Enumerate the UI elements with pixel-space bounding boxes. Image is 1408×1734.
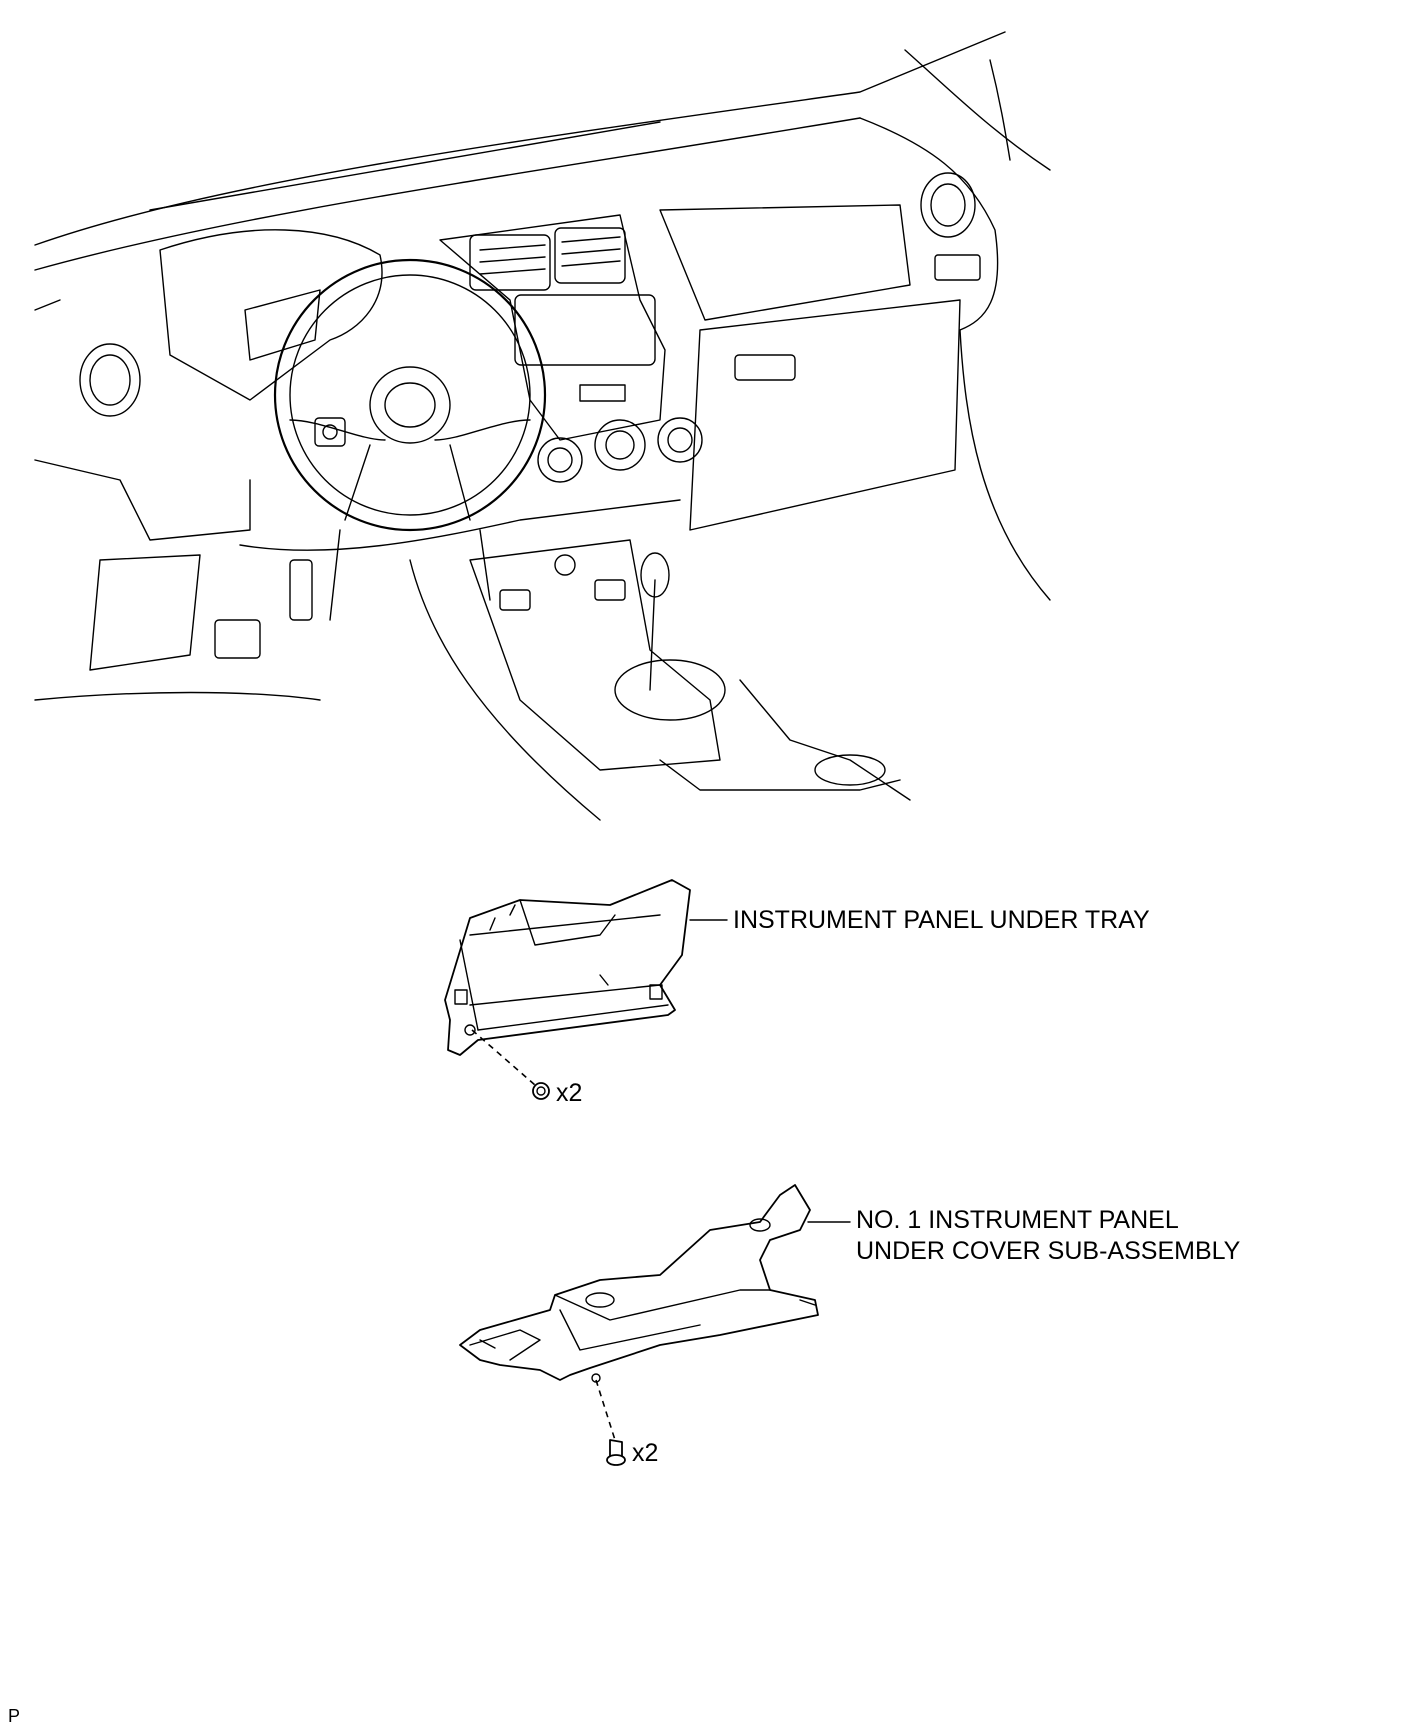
under-cover-part — [459, 1184, 819, 1383]
under-tray-part — [444, 879, 691, 1056]
center-stack — [439, 214, 703, 483]
screw-icon — [532, 1082, 550, 1100]
under-cover-label-line2: UNDER COVER SUB-ASSEMBLY — [856, 1237, 1241, 1265]
under-tray-quantity: x2 — [556, 1079, 583, 1107]
corner-mark: P — [8, 1706, 21, 1726]
console — [469, 539, 911, 801]
screw-icon — [606, 1439, 626, 1466]
steering-wheel — [273, 258, 547, 621]
under-cover-label-line1: NO. 1 INSTRUMENT PANEL — [856, 1206, 1179, 1234]
right-vent — [920, 172, 981, 281]
under-cover-screw-path — [595, 1379, 616, 1441]
dashboard-overview — [34, 31, 1051, 821]
under-tray-label: INSTRUMENT PANEL UNDER TRAY — [733, 906, 1150, 934]
under-cover-quantity: x2 — [632, 1439, 659, 1467]
under-tray-screw-path — [471, 1029, 536, 1086]
left-vent — [79, 343, 141, 417]
